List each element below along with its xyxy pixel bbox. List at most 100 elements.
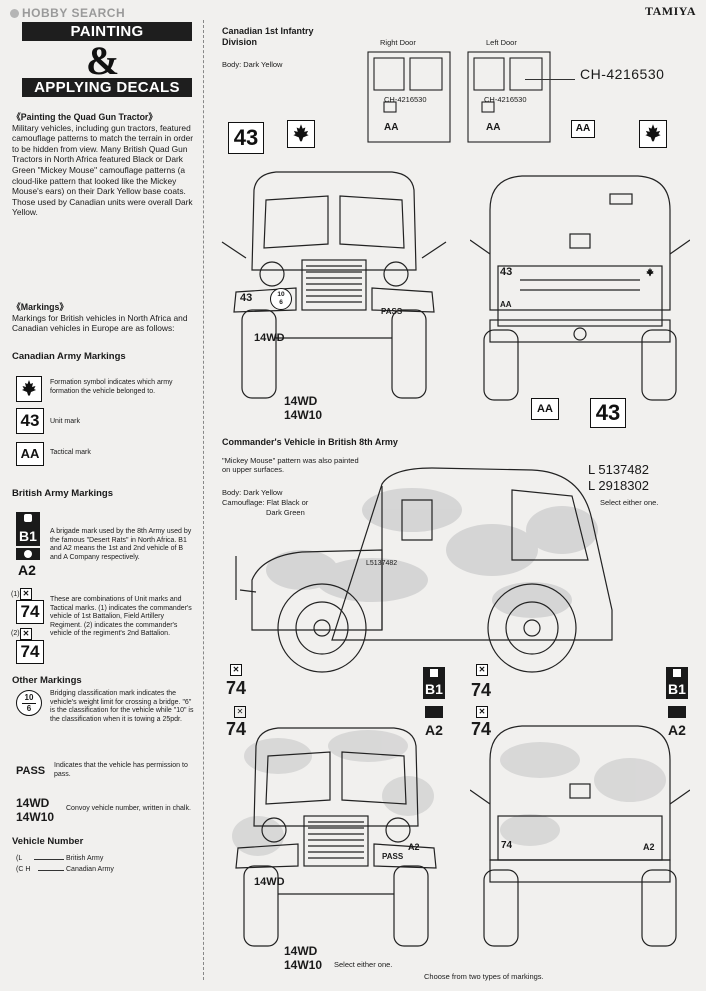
front-43-plate: 43 xyxy=(240,292,253,304)
crescent-bar-icon xyxy=(16,548,40,560)
painting-body: Military vehicles, including gun tractor… xyxy=(12,122,194,218)
convoy-desc: Convoy vehicle number, written in chalk. xyxy=(66,805,191,812)
cmd-b1-left: B1 xyxy=(423,667,445,699)
right-door-aa: AA xyxy=(384,122,399,133)
select-either-1: Select either one. xyxy=(600,498,659,507)
front-bridge-bottom: 6 xyxy=(279,299,283,306)
front-43-callout: 43 xyxy=(228,122,264,154)
cmd-cross-2: ✕ xyxy=(234,706,246,718)
title-ampersand: & xyxy=(86,38,120,83)
painting-heading: 《Painting the Quad Gun Tractor》 xyxy=(12,112,158,122)
door-aa-callout: AA xyxy=(571,120,595,138)
cmd-front-pass: PASS xyxy=(382,852,404,861)
markings-body: Markings for British vehicles in North A… xyxy=(12,312,188,334)
column-divider xyxy=(203,20,205,980)
canadian-body-color: Body: Dark Yellow xyxy=(222,60,283,69)
commander-camo1: Camouflage: Flat Black or xyxy=(222,498,309,507)
cmd-cross-1: ✕ xyxy=(230,664,242,676)
l-line xyxy=(34,859,64,860)
vehicle-number-ch: (C H xyxy=(16,866,31,873)
brigade-desc: A brigade mark used by the 8th Army used… xyxy=(50,528,192,561)
hobby-search-logo-icon xyxy=(10,9,19,18)
maple-leaf-icon xyxy=(22,380,36,396)
ref-2: (2) xyxy=(11,630,20,637)
unit-mark-43: 43 xyxy=(16,408,44,434)
jerboa-icon xyxy=(24,514,32,522)
vehicle-number-heading: Vehicle Number xyxy=(12,836,84,847)
commander-body: Body: Dark Yellow xyxy=(222,488,283,497)
title-painting: PAINTING xyxy=(22,22,192,41)
canadian-rear-view xyxy=(470,175,690,401)
convoy-line2: 14W10 xyxy=(16,810,55,824)
brand-logo: TAMIYA xyxy=(644,4,696,18)
commander-num2: L 2918302 xyxy=(588,478,649,493)
cmd-front-a2: A2 xyxy=(408,842,420,852)
markings-section: 《Markings》 Markings for British vehicles… xyxy=(12,302,196,334)
brigade-mark-a2: A2 xyxy=(18,562,36,578)
mickey-note: "Mickey Mouse" pattern was also painted … xyxy=(222,456,359,474)
front-bridge-top: 10 xyxy=(277,291,285,298)
crescent-icon xyxy=(668,706,686,718)
convoy-callout-1: 14WD xyxy=(284,394,318,408)
unit-mark-74-1: 74 xyxy=(16,600,44,624)
commander-rear-view xyxy=(470,725,690,947)
pass-mark: PASS xyxy=(16,765,46,777)
right-door-number: CH-4216530 xyxy=(384,95,427,104)
bridge-class-mark: 10 6 xyxy=(16,690,42,716)
bridge-bottom-value: 6 xyxy=(22,703,36,714)
painting-section: 《Painting the Quad Gun Tractor》 Military… xyxy=(12,112,196,218)
choose-note: Choose from two types of markings. xyxy=(424,972,544,981)
canadian-vehicle-title: Canadian 1st Infantry Division xyxy=(222,26,314,48)
maple-leaf-mark xyxy=(16,376,42,402)
canadian-front-view xyxy=(221,171,447,399)
pass-desc: Indicates that the vehicle has permissio… xyxy=(54,762,188,778)
select-either-2: Select either one. xyxy=(334,960,393,969)
l-label: British Army xyxy=(66,855,104,862)
jerboa-icon xyxy=(430,669,438,677)
formation-desc: Formation symbol indicates which army fo… xyxy=(50,379,173,395)
convoy-line1: 14WD xyxy=(16,796,50,810)
combination-desc: These are combinations of Unit marks and… xyxy=(50,596,192,638)
cmd-a2-right: A2 xyxy=(668,722,686,738)
side-vehicle-number: L5137482 xyxy=(366,560,398,567)
cmd-convoy-callout: 14WD 14W10 xyxy=(284,944,322,972)
cmd-b1-right: B1 xyxy=(666,667,688,699)
rear-aa-plate: AA xyxy=(500,300,512,309)
front-maple-callout xyxy=(287,120,315,148)
cmd-cross-3: ✕ xyxy=(476,664,488,676)
door-number-callout: CH-4216530 xyxy=(580,66,665,82)
rear-43-callout: 43 xyxy=(590,398,626,428)
left-door-number: CH-4216530 xyxy=(484,95,527,104)
other-markings-heading: Other Markings xyxy=(12,675,82,686)
maple-leaf-icon xyxy=(293,124,309,142)
crescent-icon xyxy=(425,706,443,718)
right-door-label: Right Door xyxy=(380,38,416,47)
rear-maple-callout xyxy=(639,120,667,148)
front-pass-plate: PASS xyxy=(381,307,403,316)
cmd-a2-left: A2 xyxy=(425,722,443,738)
doors-drawing xyxy=(367,51,551,143)
commander-vehicle-title: Commander's Vehicle in British 8th Army xyxy=(222,437,398,447)
british-markings-heading: British Army Markings xyxy=(12,488,114,499)
left-door-aa: AA xyxy=(486,122,501,133)
rear-43-plate: 43 xyxy=(500,266,513,278)
watermark: HOBBY SEARCH xyxy=(10,6,125,20)
commander-numbers: L 5137482 L 2918302 xyxy=(588,462,649,494)
front-bridge-mark: 10 6 xyxy=(270,288,292,310)
cross-mark-2: ✕ xyxy=(20,628,32,640)
cmd-convoy-2: 14W10 xyxy=(284,958,323,972)
convoy-callout-2: 14W10 xyxy=(284,408,323,422)
canadian-convoy-callout: 14WD 14W10 xyxy=(284,394,322,422)
rear-maple-small xyxy=(644,266,656,280)
tactical-mark-desc: Tactical mark xyxy=(50,449,91,456)
cmd-convoy-1: 14WD xyxy=(284,944,318,958)
cmd-74-b: 74 xyxy=(226,719,247,739)
commander-num1: L 5137482 xyxy=(588,462,649,477)
commander-camo2: Dark Green xyxy=(266,508,305,517)
cross-mark-1: ✕ xyxy=(20,588,32,600)
commander-side-view xyxy=(235,467,613,673)
canadian-title-line2: Division xyxy=(222,37,258,47)
bridge-top-value: 10 xyxy=(24,693,34,702)
cmd-rear-74: 74 xyxy=(501,840,513,851)
ref-1: (1) xyxy=(11,591,20,598)
